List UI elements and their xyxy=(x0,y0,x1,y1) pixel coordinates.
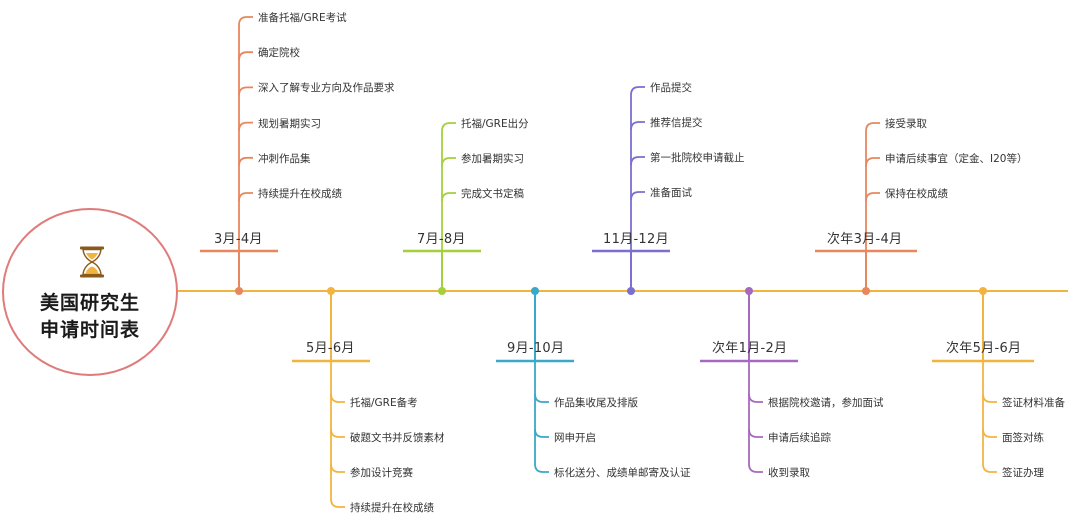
center-title-line-2: 申请时间表 xyxy=(39,319,140,341)
item-text-may-jun-1: 破题文书并反馈素材 xyxy=(350,432,445,444)
period-label-mar-apr: 3月-4月 xyxy=(214,232,263,247)
item-text-mar-apr-5: 持续提升在校成绩 xyxy=(258,188,342,200)
item-tick-mar-apr-2 xyxy=(238,86,253,96)
item-tick-next-jan-feb-2 xyxy=(748,463,763,473)
item-text-next-jan-feb-1: 申请后续追踪 xyxy=(768,432,831,444)
item-tick-mar-apr-0 xyxy=(238,16,253,26)
item-tick-next-jan-feb-1 xyxy=(748,428,763,438)
item-text-mar-apr-1: 确定院校 xyxy=(258,47,300,60)
item-tick-sep-oct-1 xyxy=(534,428,549,438)
period-label-jul-aug: 7月-8月 xyxy=(417,232,466,247)
item-tick-next-may-jun-1 xyxy=(982,428,997,438)
item-tick-mar-apr-4 xyxy=(238,156,253,166)
item-tick-sep-oct-0 xyxy=(534,393,549,403)
item-tick-mar-apr-5 xyxy=(238,192,253,202)
hourglass-icon xyxy=(80,246,104,278)
period-label-may-jun: 5月-6月 xyxy=(306,341,355,356)
item-tick-may-jun-1 xyxy=(330,428,345,438)
item-tick-jul-aug-1 xyxy=(441,157,456,167)
item-tick-sep-oct-2 xyxy=(534,463,549,473)
period-label-next-mar-apr: 次年3月-4月 xyxy=(827,232,903,247)
item-text-nov-dec-2: 第一批院校申请截止 xyxy=(650,152,745,164)
item-text-next-mar-apr-2: 保持在校成绩 xyxy=(885,188,948,200)
item-text-next-may-jun-0: 签证材料准备 xyxy=(1002,397,1065,409)
item-tick-mar-apr-1 xyxy=(238,51,253,61)
item-tick-jul-aug-2 xyxy=(441,192,456,202)
item-tick-may-jun-0 xyxy=(330,393,345,403)
item-text-mar-apr-2: 深入了解专业方向及作品要求 xyxy=(258,82,395,95)
item-text-next-may-jun-1: 面签对练 xyxy=(1002,432,1044,444)
item-text-mar-apr-4: 冲刺作品集 xyxy=(258,152,311,165)
item-text-nov-dec-1: 推荐信提交 xyxy=(650,117,703,129)
item-tick-next-jan-feb-0 xyxy=(748,393,763,403)
item-tick-may-jun-2 xyxy=(330,463,345,473)
item-text-next-jan-feb-2: 收到录取 xyxy=(768,467,810,479)
item-text-may-jun-3: 持续提升在校成绩 xyxy=(350,502,434,514)
item-text-may-jun-0: 托福/GRE备考 xyxy=(350,397,418,409)
item-text-sep-oct-0: 作品集收尾及排版 xyxy=(554,397,638,409)
item-tick-next-mar-apr-2 xyxy=(865,192,880,202)
item-tick-nov-dec-3 xyxy=(630,191,645,201)
center-title-line-1: 美国研究生 xyxy=(39,292,140,314)
item-text-jul-aug-2: 完成文书定稿 xyxy=(461,188,524,200)
item-text-next-may-jun-2: 签证办理 xyxy=(1002,467,1044,479)
item-text-nov-dec-0: 作品提交 xyxy=(650,82,692,94)
item-tick-jul-aug-0 xyxy=(441,122,456,132)
item-tick-nov-dec-1 xyxy=(630,121,645,131)
item-tick-next-may-jun-2 xyxy=(982,463,997,473)
period-label-sep-oct: 9月-10月 xyxy=(507,341,565,356)
item-text-mar-apr-0: 准备托福/GRE考试 xyxy=(258,12,347,24)
item-tick-next-mar-apr-0 xyxy=(865,122,880,132)
item-tick-may-jun-3 xyxy=(330,498,345,508)
item-tick-next-mar-apr-1 xyxy=(865,157,880,167)
item-text-next-mar-apr-0: 接受录取 xyxy=(885,118,927,130)
item-text-sep-oct-1: 网申开启 xyxy=(554,432,596,444)
item-tick-next-may-jun-0 xyxy=(982,393,997,403)
item-tick-mar-apr-3 xyxy=(238,121,253,131)
item-text-sep-oct-2: 标化送分、成绩单邮寄及认证 xyxy=(554,467,691,479)
item-text-may-jun-2: 参加设计竞赛 xyxy=(350,467,413,479)
item-text-next-jan-feb-0: 根据院校邀请，参加面试 xyxy=(768,397,884,409)
item-text-jul-aug-1: 参加暑期实习 xyxy=(461,153,524,165)
item-text-next-mar-apr-1: 申请后续事宜（定金、I20等） xyxy=(885,153,1028,165)
item-tick-nov-dec-0 xyxy=(630,86,645,96)
center-title-circle xyxy=(2,208,178,376)
period-label-next-jan-feb: 次年1月-2月 xyxy=(712,341,788,356)
item-text-mar-apr-3: 规划暑期实习 xyxy=(258,117,321,130)
period-label-nov-dec: 11月-12月 xyxy=(603,232,669,247)
item-text-jul-aug-0: 托福/GRE出分 xyxy=(461,118,529,130)
item-text-nov-dec-3: 准备面试 xyxy=(650,187,692,199)
item-tick-nov-dec-2 xyxy=(630,156,645,166)
period-label-next-may-jun: 次年5月-6月 xyxy=(946,341,1022,356)
